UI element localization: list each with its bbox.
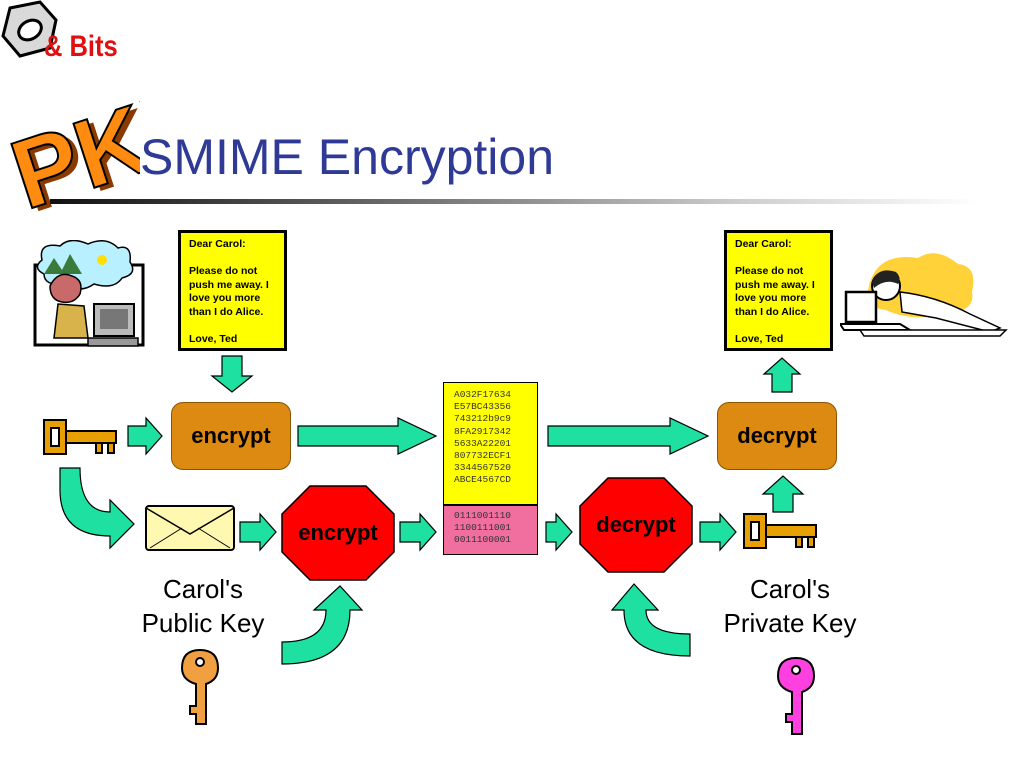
stop-decrypt-label: decrypt [596,512,676,537]
ciphertext-line: 8FA2917342 [454,425,512,437]
up-arrow-icon [761,475,805,513]
right-arrow-icon [699,512,737,552]
letter-body: Please do not push me away. I love you m… [189,265,269,318]
right-arrow-icon [127,416,163,456]
public-key-caption: Carol's Public Key [128,572,278,640]
person-at-computer-icon [33,240,145,347]
session-key-icon [743,513,817,549]
binary-line: 0011100001 [454,534,512,546]
ciphertext-line: 743212b9c9 [454,413,512,425]
caption-line: Public Key [141,608,265,638]
decrypt-label: decrypt [737,423,817,448]
right-arrow-icon [399,512,437,552]
title-underline [50,199,980,204]
envelope-icon [145,505,235,551]
long-right-arrow-icon [297,417,438,455]
letter-signature: Love, Ted [189,332,238,345]
ciphertext-line: A032F17634 [454,389,512,400]
nuts-and-bits-logo: PKI PKI [0,0,140,215]
session-key-icon [43,419,117,455]
caption-line: Private Key [723,608,857,638]
logo-text: & Bits [44,30,118,63]
curved-up-arrow-icon [610,583,691,657]
encrypt-label: encrypt [191,423,271,448]
stop-encrypt-label: encrypt [298,520,378,545]
long-right-arrow-icon [547,417,710,455]
private-key-caption: Carol's Private Key [710,572,870,640]
ciphertext-line: 3344567520 [454,462,512,474]
ciphertext-block: A032F17634 E57BC43356 743212b9c9 8FA2917… [443,382,538,505]
binary-line: 0111001110 [454,510,512,521]
up-arrow-icon [762,357,802,393]
right-arrow-icon [239,512,277,552]
binary-line: 1100111001 [454,522,512,534]
curved-arrow-icon [59,467,135,550]
slide-title: SMIME Encryption [140,129,555,185]
letter-salutation: Dear Carol: [735,238,792,250]
letter-body: Please do not push me away. I love you m… [735,265,815,318]
decrypt-stop-sign-icon [579,477,693,573]
encrypted-key-block: 0111001110 1100111001 0011100001 [443,505,538,555]
public-key-icon [180,648,220,725]
encrypt-process-box: encrypt [171,402,291,470]
letter-salutation: Dear Carol: [189,238,246,250]
encrypt-stop-sign-icon [281,485,395,581]
curved-up-arrow-icon [281,585,364,665]
caption-line: Carol's [749,574,831,604]
ciphertext-line: 807732ECF1 [454,450,512,462]
ciphertext-line: E57BC43356 [454,401,512,413]
private-key-icon [776,656,816,735]
plaintext-letter-left: Dear Carol: Please do not push me away. … [178,230,287,351]
plaintext-letter-right: Dear Carol: Please do not push me away. … [724,230,833,351]
down-arrow-icon [210,355,254,393]
ciphertext-line: 5633A22201 [454,437,512,449]
ciphertext-line: ABCE4567CD [454,474,512,486]
caption-line: Carol's [162,574,244,604]
decrypt-process-box: decrypt [717,402,837,470]
letter-signature: Love, Ted [735,332,784,345]
right-arrow-icon [545,512,573,552]
person-at-laptop-icon [840,253,1008,337]
hex-nut-icon [1,0,58,58]
